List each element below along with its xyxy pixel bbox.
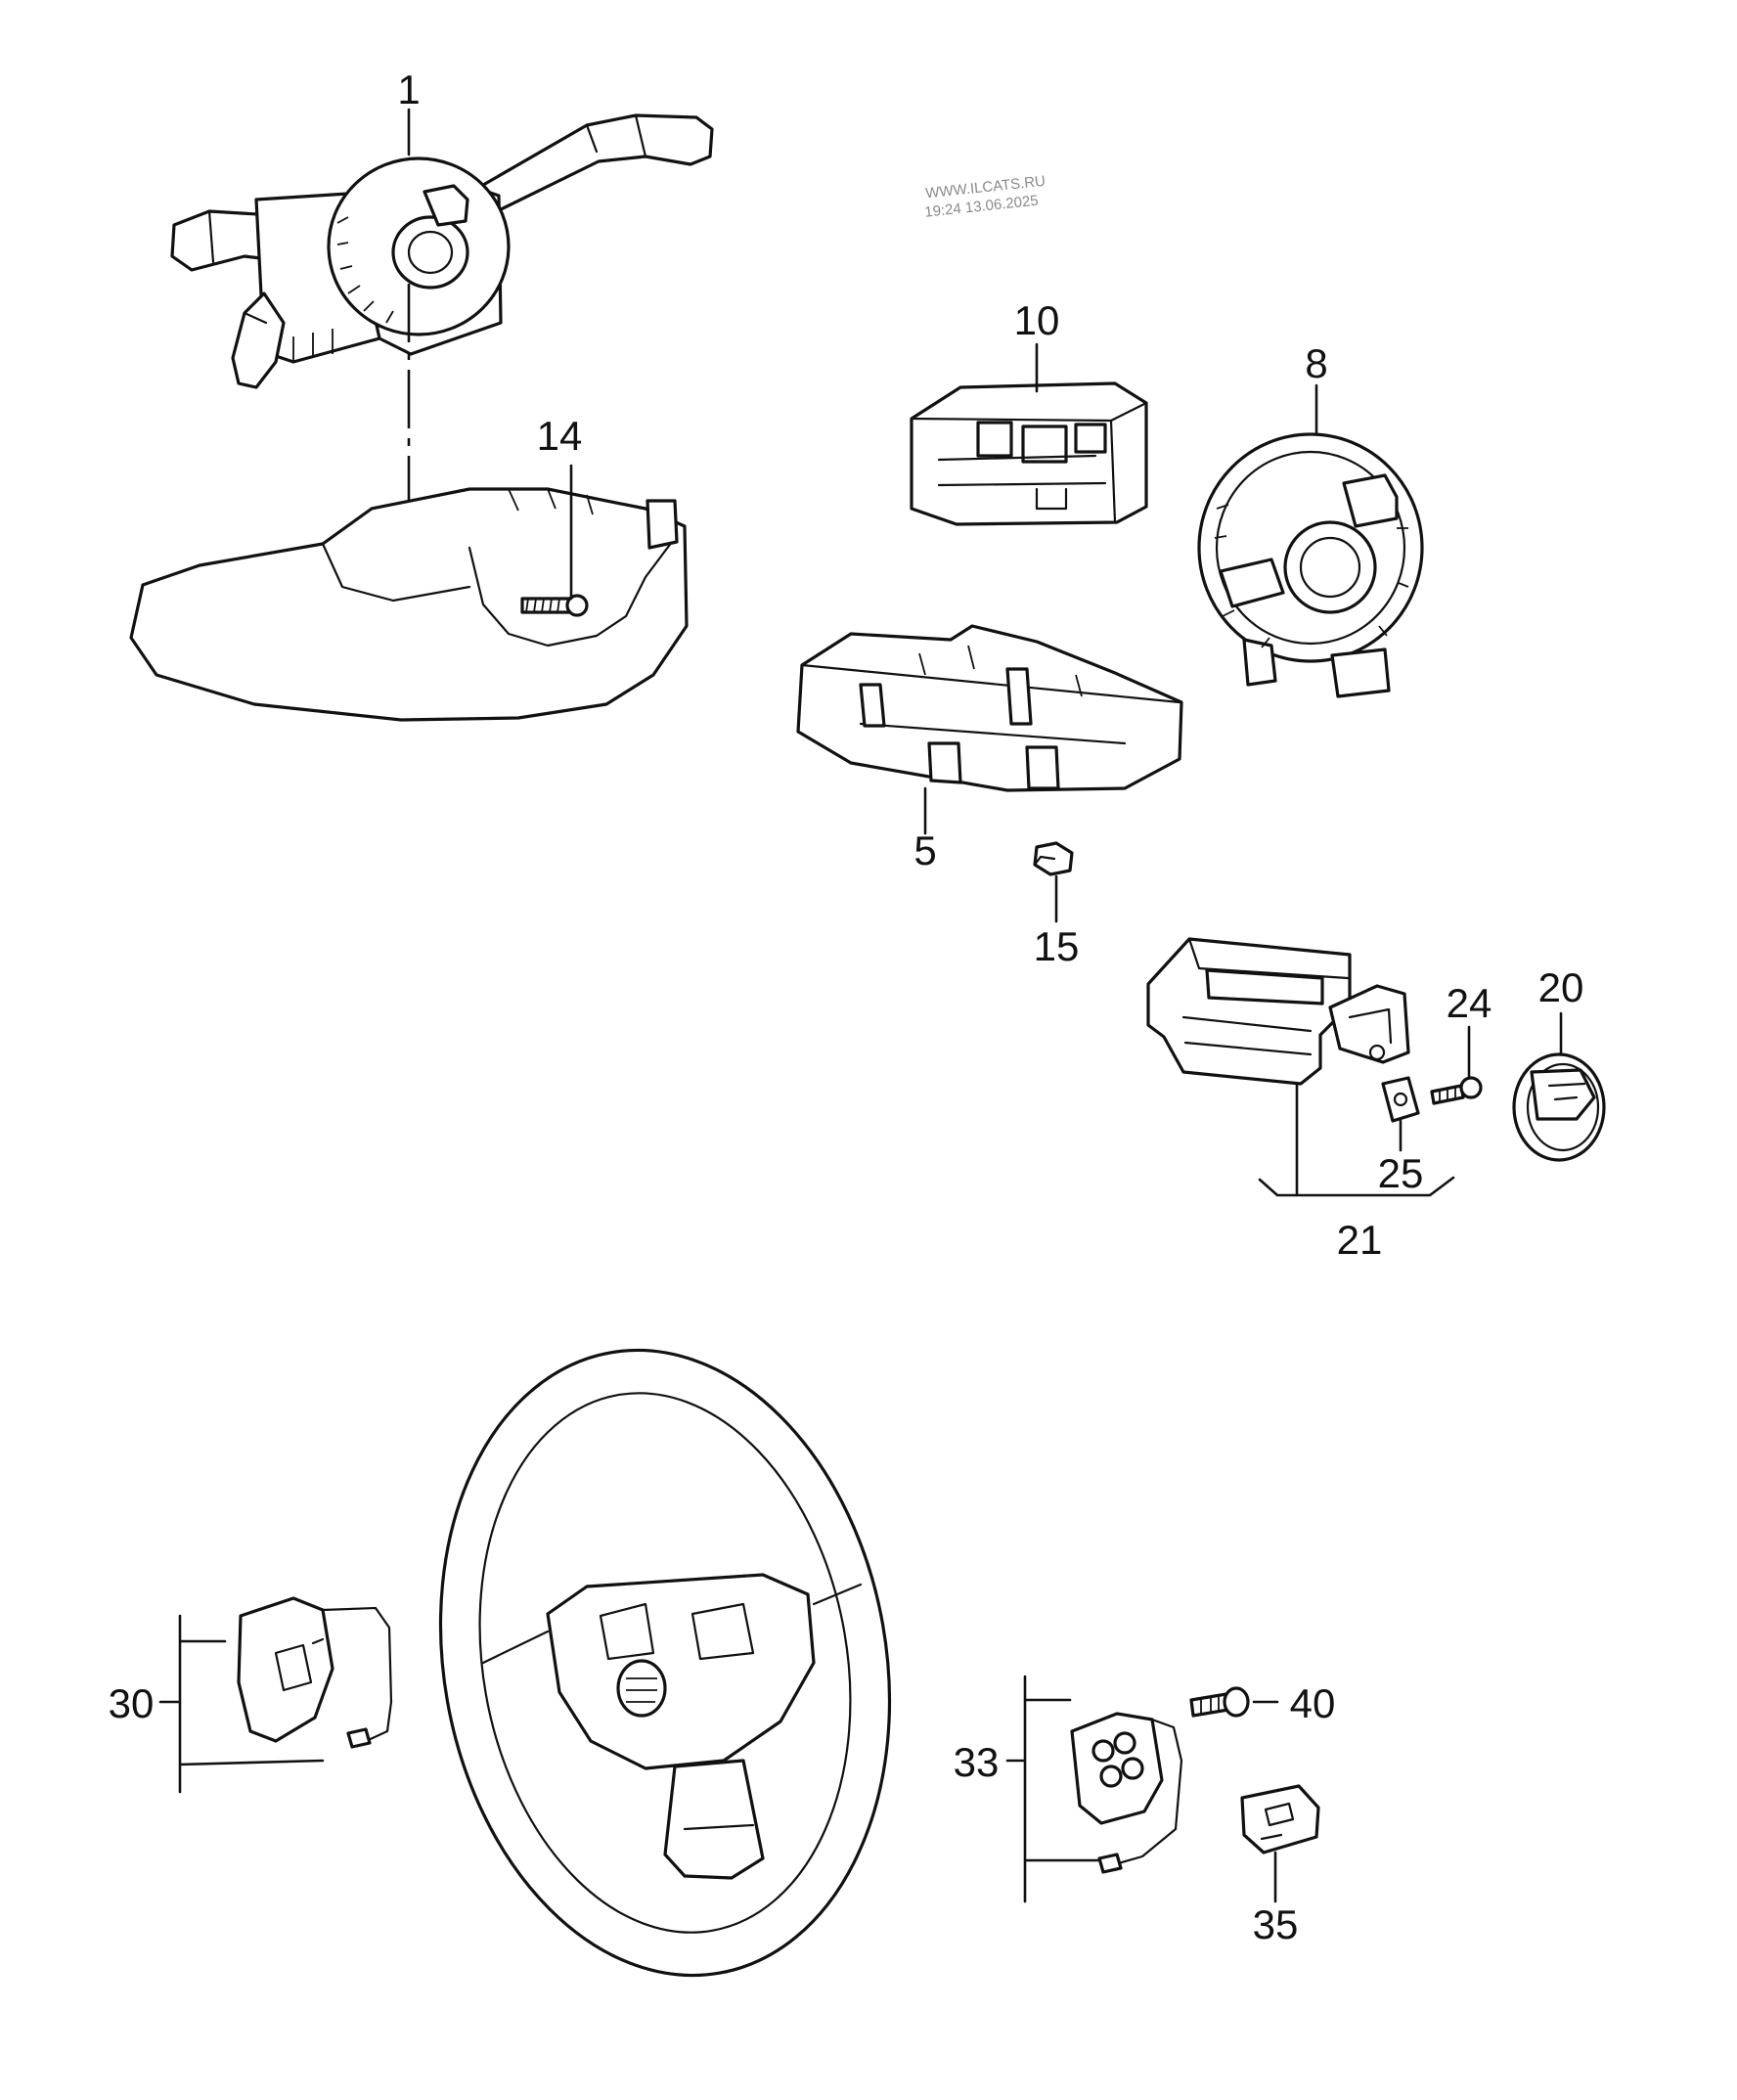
callout-40[interactable]: 40 xyxy=(1290,1680,1336,1726)
callout-14[interactable]: 14 xyxy=(537,413,583,459)
callout-25[interactable]: 25 xyxy=(1378,1150,1424,1196)
callout-24[interactable]: 24 xyxy=(1447,980,1492,1026)
callout-1[interactable]: 1 xyxy=(397,67,420,112)
part-33-right-switch[interactable] xyxy=(1070,1712,1183,1874)
steering-column-trim[interactable] xyxy=(129,487,689,722)
part-8-clock-spring[interactable] xyxy=(1197,432,1424,698)
callout-21[interactable]: 21 xyxy=(1337,1217,1383,1263)
part-25-clip-nut[interactable] xyxy=(1381,1076,1420,1123)
part-24-screw[interactable] xyxy=(1430,1076,1483,1105)
part-14-screw[interactable] xyxy=(520,594,589,617)
part-5-control-unit-bracket[interactable] xyxy=(796,624,1183,792)
callout-20[interactable]: 20 xyxy=(1538,964,1584,1010)
part-21-control-module[interactable] xyxy=(1146,937,1410,1086)
watermark: WWW.ILCATS.RU 19:24 13.06.2025 xyxy=(924,173,1047,221)
callout-5[interactable]: 5 xyxy=(913,827,936,873)
part-1-steering-column-switch[interactable] xyxy=(170,113,714,389)
leader-33 xyxy=(1005,1675,1099,1903)
callout-10[interactable]: 10 xyxy=(1014,297,1060,343)
callout-8[interactable]: 8 xyxy=(1305,340,1327,386)
leader-30 xyxy=(158,1614,325,1794)
callout-15[interactable]: 15 xyxy=(1034,923,1080,969)
part-15-bolt[interactable] xyxy=(1033,841,1074,876)
callout-30[interactable]: 30 xyxy=(109,1680,155,1726)
part-40-bolt[interactable] xyxy=(1189,1686,1250,1718)
steering-wheel[interactable] xyxy=(393,1315,938,2012)
part-20-sensor-ring[interactable] xyxy=(1512,1052,1606,1162)
callout-35[interactable]: 35 xyxy=(1253,1901,1299,1947)
callout-33[interactable]: 33 xyxy=(954,1739,1000,1785)
part-35-switch[interactable] xyxy=(1240,1784,1320,1854)
part-30-left-switch[interactable] xyxy=(237,1596,393,1749)
leader-21-bracket xyxy=(1258,1176,1455,1197)
part-10-relay-carrier[interactable] xyxy=(910,381,1148,526)
